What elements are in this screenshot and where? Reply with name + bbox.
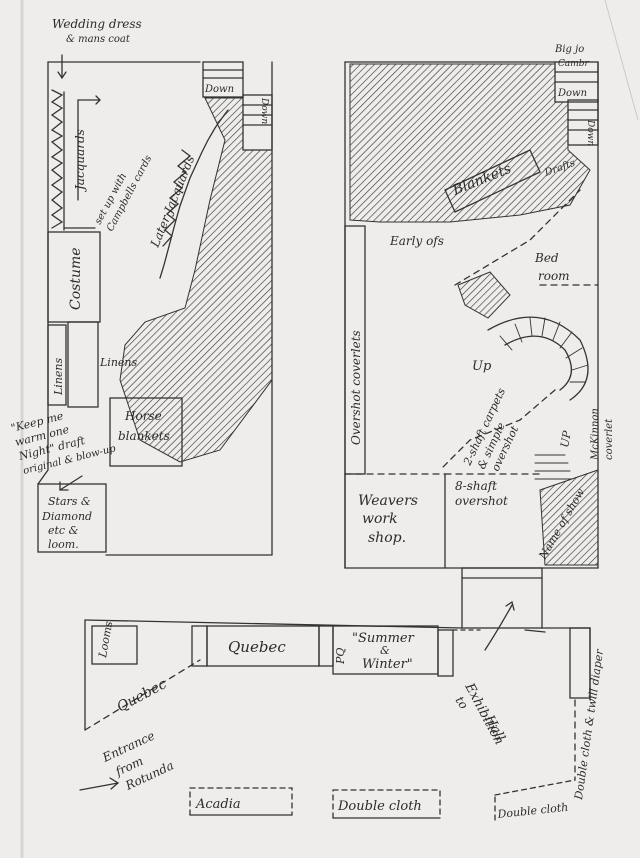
label-eight-shaft-2: overshot <box>455 494 508 508</box>
label-quebec: Quebec <box>228 638 286 656</box>
stars-diamond-case <box>37 483 107 553</box>
label-weavers-3: shop. <box>368 530 406 546</box>
label-double-cloth-twill: Double cloth & twill diaper <box>572 648 606 802</box>
label-pq: PQ <box>334 648 347 665</box>
linens-case <box>47 324 67 406</box>
overshot-coverlets-case <box>344 225 366 475</box>
label-down-left-vertical: Down <box>259 97 269 124</box>
label-down-left: Down <box>204 84 234 95</box>
label-double-cloth: Double cloth <box>337 799 422 814</box>
label-eight-shaft-1: 8-shaft <box>455 479 497 493</box>
label-big-loom-1: Big jo <box>554 44 584 55</box>
label-bed-2: room <box>538 269 570 283</box>
label-down-right: Down <box>557 88 587 99</box>
corridor-passage <box>461 567 543 629</box>
label-linens-vertical: Linens <box>52 357 65 396</box>
label-summer-1: "Summer <box>352 631 415 646</box>
label-bed-1: Bed <box>534 251 559 265</box>
label-wedding-dress-1: Wedding dress <box>52 17 142 31</box>
weavers-workshop <box>344 473 446 569</box>
label-weavers-2: work <box>362 511 398 527</box>
label-mckinnon-1: McKinnon <box>590 408 601 461</box>
label-quebec-diagonal: Quebec <box>114 676 169 715</box>
right-hatched-area <box>349 63 591 223</box>
label-up-1: Up <box>472 359 492 374</box>
label-double-cloth-twill-a: Double cloth <box>496 801 569 821</box>
label-big-loom-2: Cambr <box>558 59 590 69</box>
label-linens: Linens <box>99 356 138 369</box>
label-costume: Costume <box>68 247 84 310</box>
label-mckinnon-2: coverlet <box>604 418 615 460</box>
left-stairs <box>202 61 244 98</box>
label-down-right-vertical: Down <box>585 119 595 146</box>
label-weavers-1: Weavers <box>358 493 418 509</box>
right-wall-case <box>569 627 591 699</box>
label-up-2: UP <box>558 429 574 448</box>
looms-case <box>91 625 138 665</box>
label-horse-2: blankets <box>118 429 170 443</box>
label-wedding-dress-2: & mans coat <box>66 34 131 45</box>
label-looms: Looms <box>96 620 115 660</box>
left-hatched-area <box>119 97 273 463</box>
label-horse-1: Horse <box>124 409 162 423</box>
label-jacquards: Jacquards <box>73 129 87 193</box>
label-overshot-coverlets: Overshot coverlets <box>349 330 363 445</box>
label-stars-4: loom. <box>48 538 79 551</box>
label-acadia: Acadia <box>195 797 241 812</box>
label-summer-3: Winter" <box>362 657 413 672</box>
label-summer-2: & <box>380 644 390 657</box>
label-early-ofs: Early ofs <box>389 234 444 248</box>
label-stars-2: Diamond <box>41 510 92 523</box>
label-stars-3: etc & <box>48 524 79 537</box>
label-stars-1: Stars & <box>48 495 91 508</box>
